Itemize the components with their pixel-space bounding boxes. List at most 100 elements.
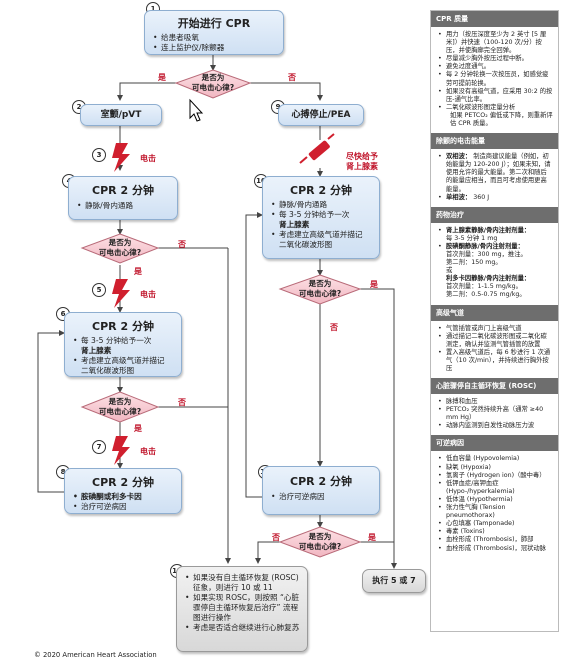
shock-bolt-icon xyxy=(112,436,130,465)
decision-b-text: 是否为可电击心律? xyxy=(98,397,142,416)
cause-item: 张力性气胸 (Tension pneumothorax) xyxy=(438,504,553,520)
decision-r1-no: 否 xyxy=(330,323,338,332)
step4-title: CPR 2 分钟 xyxy=(92,184,154,197)
cpr-quality-item: 二氧化碳波形图定量分析 xyxy=(438,104,553,112)
airway-item: 通过描记二氧化碳波形图或二氧化碳测定，确认并监测气管插管的放置 xyxy=(438,333,553,349)
step12-item: 如果没有自主循环恢复 (ROSC) 征象，则进行 10 或 11 xyxy=(185,573,301,593)
shock-energy-header: 除颤的电击能量 xyxy=(431,133,558,150)
cause-item: 心包填塞 (Tamponade) xyxy=(438,520,553,528)
reversible-causes-header: 可逆病因 xyxy=(431,435,558,452)
cause-item: 缺氧 (Hypoxia) xyxy=(438,464,553,472)
step6-item: 每 3-5 分钟给予一次 xyxy=(73,336,175,346)
decision-diamond xyxy=(80,233,160,264)
copyright: © 2020 American Heart Association xyxy=(34,651,157,659)
drug-therapy-header: 药物治疗 xyxy=(431,206,558,223)
syringe-icon xyxy=(299,133,335,164)
airway-item: 气管插管或声门上高级气道 xyxy=(438,325,553,333)
step10-item: 静脉/骨内通路 xyxy=(271,200,373,210)
shock-bolt-icon xyxy=(112,279,130,308)
step6-box: CPR 2 分钟 每 3-5 分钟给予一次 肾上腺素 考虑建立高级气道并描记 二… xyxy=(64,312,182,377)
cause-item: 毒素 (Toxins) xyxy=(438,528,553,536)
decision-diamond xyxy=(80,391,160,423)
step-number-5: 5 xyxy=(92,283,106,297)
amiodarone-dose-text: 第二剂：150 mg。 xyxy=(446,259,502,267)
decision-top-text: 是否为可电击心律? xyxy=(191,73,235,92)
decision-diamond xyxy=(278,526,362,558)
cpr-quality-item: 避免过度通气。 xyxy=(438,63,553,71)
amiodarone-dose: 胺碘酮静脉/骨内注射剂量： xyxy=(438,243,553,251)
step1-item: 连上监护仪/除颤器 xyxy=(153,43,277,53)
step4-item: 静脉/骨内通路 xyxy=(77,201,171,211)
step10-item: 二氧化碳波形图 xyxy=(279,240,333,249)
step6-item-bold: 肾上腺素 xyxy=(81,346,112,355)
step8-item-bold: 胺碘酮或利多卡因 xyxy=(73,492,175,502)
goto-box: 执行 5 或 7 xyxy=(362,569,426,593)
decision-r2-yes: 是 xyxy=(368,533,376,542)
decision-diamond xyxy=(174,69,252,99)
shock-label: 电击 xyxy=(140,290,156,299)
amiodarone-dose-text: 首次剂量：300 mg，推注。 xyxy=(446,250,527,258)
decision-r1-text: 是否为可电击心律? xyxy=(298,279,342,298)
step9-title: 心搏停止/PEA xyxy=(291,110,351,120)
decision-a-yes: 是 xyxy=(134,267,142,276)
step6-item: 考虑建立高级气道并描记 xyxy=(73,356,175,366)
cpr-quality-header: CPR 质量 xyxy=(431,11,558,27)
or-text: 或 xyxy=(446,267,453,275)
reference-panel: CPR 质量 用力（按压深度至少为 2 英寸 [5 厘米]）并快速（100-12… xyxy=(430,10,559,632)
decision-top-no: 否 xyxy=(288,73,296,82)
lidocaine-dose: 利多卡因静脉/骨内注射剂量： xyxy=(446,275,531,283)
cause-item: 血栓形成 (Thrombosis)，肺部 xyxy=(438,536,553,544)
step10-title: CPR 2 分钟 xyxy=(290,184,352,197)
step12-box: 如果没有自主循环恢复 (ROSC) 征象，则进行 10 或 11 如果实现 RO… xyxy=(176,566,308,652)
shock-label: 电击 xyxy=(140,447,156,456)
lidocaine-dose-text: 第二剂：0.5-0.75 mg/kg。 xyxy=(446,291,526,299)
epinephrine-dose: 肾上腺素静脉/骨内注射剂量： xyxy=(438,227,553,235)
step9-box: 心搏停止/PEA xyxy=(278,104,364,126)
cpr-quality-item: 如果没有高级气道，应采用 30:2 的按压-通气比率。 xyxy=(438,88,553,104)
cause-item: 血栓形成 (Thrombosis)，冠状动脉 xyxy=(438,545,553,553)
step1-title: 开始进行 CPR xyxy=(177,17,251,30)
step8-title: CPR 2 分钟 xyxy=(92,476,154,489)
rosc-header: 心脏骤停自主循环恢复 (ROSC) xyxy=(431,378,558,395)
lidocaine-dose-text: 首次剂量：1-1.5 mg/kg。 xyxy=(446,283,522,291)
step1-item: 给患者吸氧 xyxy=(153,33,277,43)
step2-box: 室颤/pVT xyxy=(80,104,162,126)
decision-r2-no: 否 xyxy=(272,533,280,542)
decision-b-no: 否 xyxy=(178,398,186,407)
step11-item: 治疗可逆病因 xyxy=(271,492,373,502)
step10-item: 每 3-5 分钟给予一次 xyxy=(271,210,373,220)
step8-box: CPR 2 分钟 胺碘酮或利多卡因 治疗可逆病因 xyxy=(64,468,182,514)
cause-item: 氢离子 (Hydrogen ion)（酸中毒） xyxy=(438,472,553,480)
cpr-quality-item: 尽量减少胸外按压过程中断。 xyxy=(438,55,553,63)
biphasic-item: 双相波： 制造商建议能量（例如，初始能量为 120-200 J）；如果未知，请使… xyxy=(438,153,553,193)
rosc-item: 脉搏和血压 xyxy=(438,398,553,406)
step12-item: 考虑是否适合继续进行心肺复苏 xyxy=(185,623,301,633)
step6-item: 二氧化碳波形图 xyxy=(81,366,135,375)
step11-title: CPR 2 分钟 xyxy=(290,475,352,488)
cause-item: 低钾血症/高钾血症 (Hypo-/hyperkalemia) xyxy=(438,480,553,496)
step1-box: 开始进行 CPR 给患者吸氧 连上监护仪/除颤器 xyxy=(144,10,284,55)
step8-item: 治疗可逆病因 xyxy=(73,502,175,512)
step2-title: 室颤/pVT xyxy=(100,110,142,120)
epinephrine-dose-text: 每 3-5 分钟 1 mg xyxy=(446,234,498,242)
decision-diamond xyxy=(278,274,362,305)
step10-item: 考虑建立高级气道并描记 xyxy=(271,230,373,240)
step4-box: CPR 2 分钟 静脉/骨内通路 xyxy=(68,176,178,220)
step-number-3: 3 xyxy=(92,148,106,162)
rosc-item: 动脉内监测到自发性动脉压力波 xyxy=(438,422,553,430)
cause-item: 低体温 (Hypothermia) xyxy=(438,496,553,504)
epinephrine-label: 尽快给予肾上腺素 xyxy=(346,152,378,171)
mouse-cursor-icon xyxy=(189,98,204,122)
step6-title: CPR 2 分钟 xyxy=(92,320,154,333)
cpr-quality-item: 用力（按压深度至少为 2 英寸 [5 厘米]）并快速（100-120 次/分）按… xyxy=(438,31,553,55)
step11-box: CPR 2 分钟 治疗可逆病因 xyxy=(262,466,380,515)
step-number-7: 7 xyxy=(92,440,106,454)
step10-box: CPR 2 分钟 静脉/骨内通路 每 3-5 分钟给予一次 肾上腺素 考虑建立高… xyxy=(262,176,380,259)
step12-item: 如果实现 ROSC，则按照 “心脏骤停自主循环恢复后治疗” 流程图进行操作 xyxy=(185,593,301,623)
shock-bolt-icon xyxy=(112,143,130,172)
decision-b-yes: 是 xyxy=(134,424,142,433)
cause-item: 低血容量 (Hypovolemia) xyxy=(438,455,553,463)
decision-r1-yes: 是 xyxy=(370,280,378,289)
decision-a-no: 否 xyxy=(178,240,186,249)
